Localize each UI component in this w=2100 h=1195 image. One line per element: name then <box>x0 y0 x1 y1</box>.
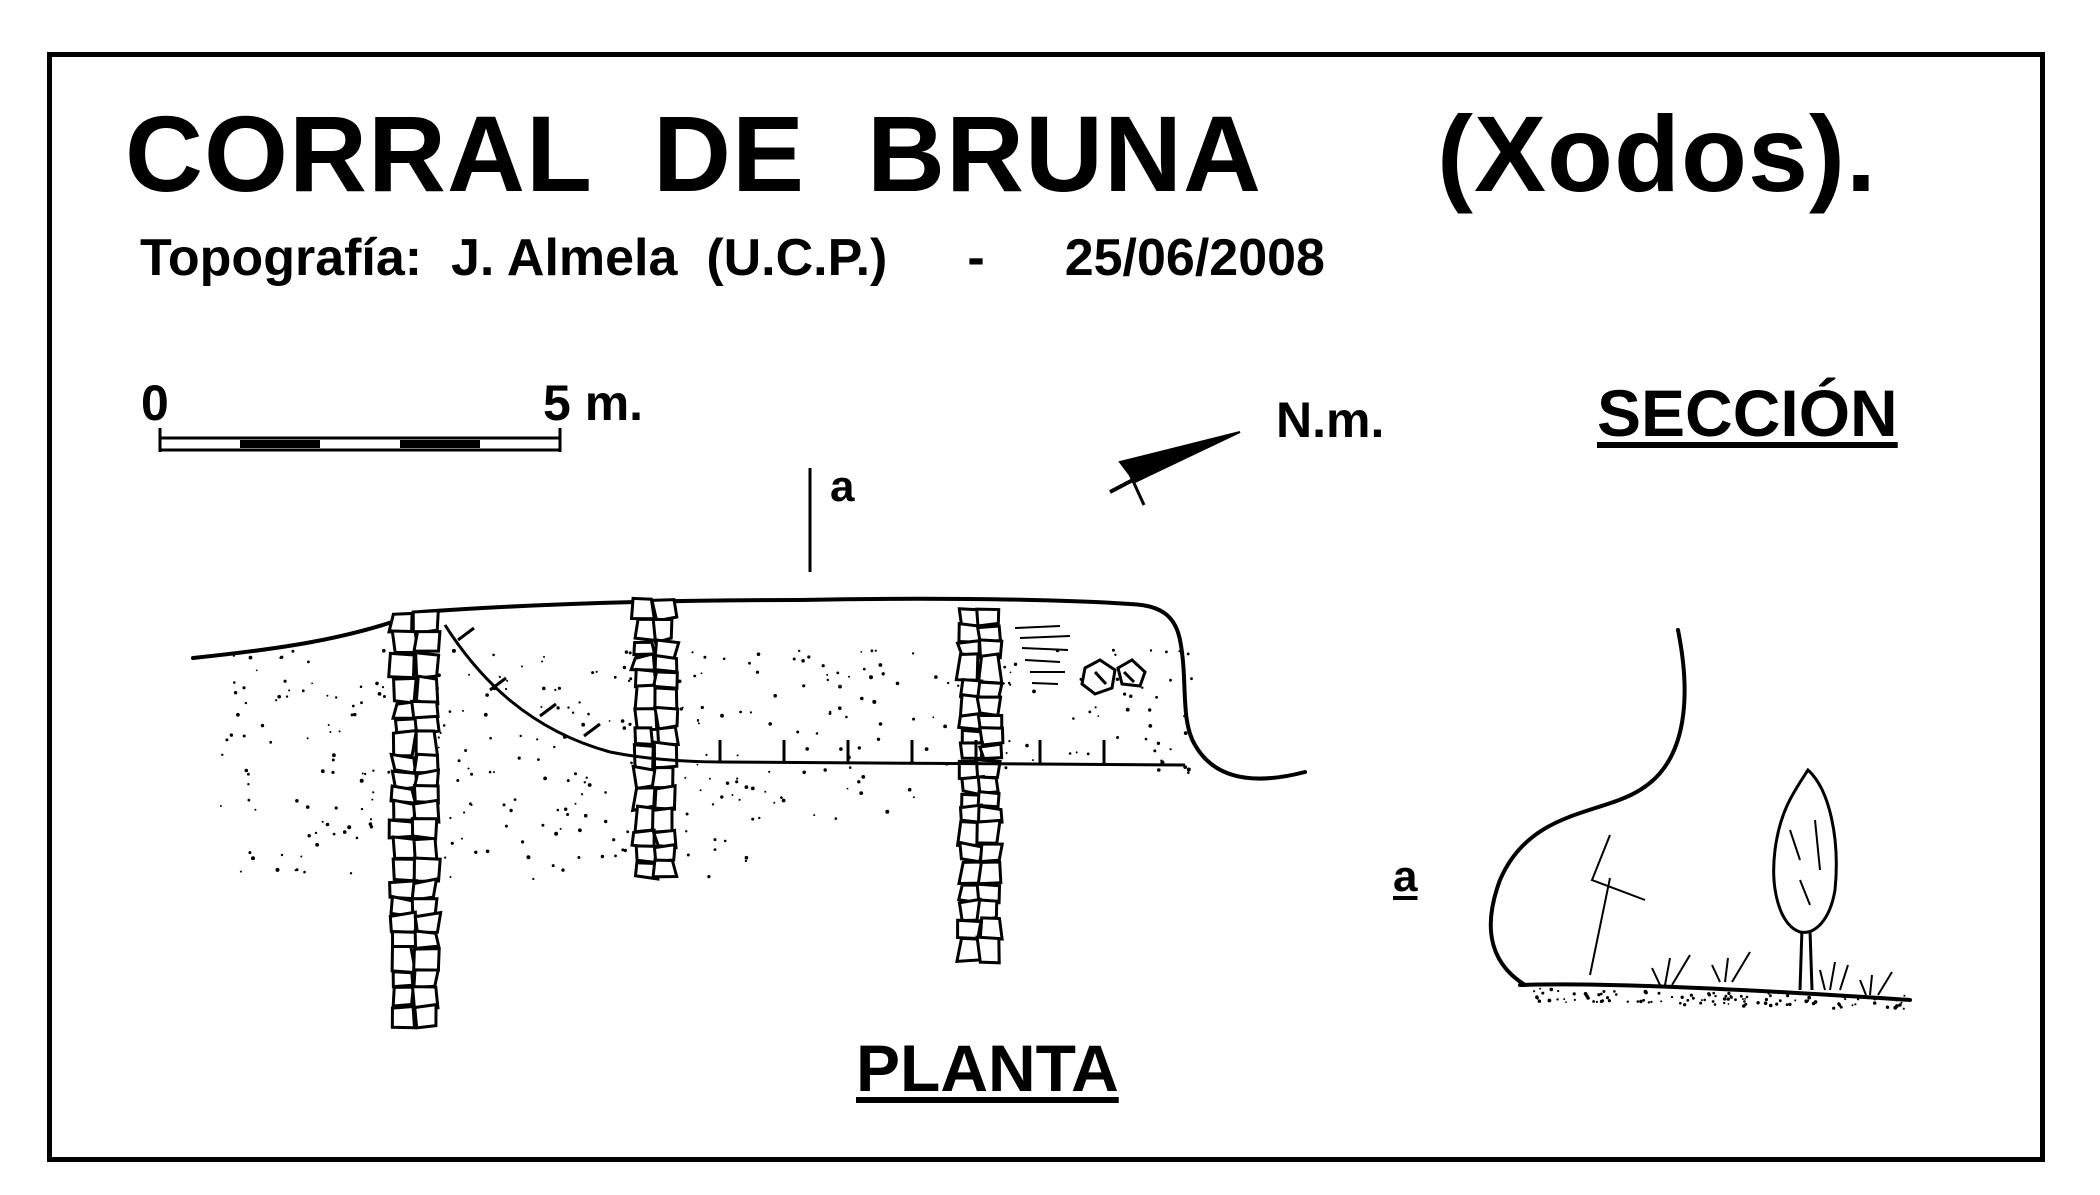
title-place: (Xodos). <box>1437 93 1877 214</box>
drawing-frame <box>47 52 2045 1162</box>
scale-start-label: 0 <box>141 375 169 431</box>
section-heading: SECCIÓN <box>1597 376 1898 450</box>
credit-separator: - <box>967 229 985 287</box>
north-label: N.m. <box>1276 392 1385 448</box>
dripline-tick-marks <box>457 626 1106 763</box>
scale-end-label: 5 m. <box>543 375 644 431</box>
section-profile <box>1488 628 1912 1002</box>
grass-tufts-icon <box>1651 951 1893 996</box>
plan-outline <box>191 596 1307 781</box>
survey-credit: Topografía: J. Almela (U.C.P.) <box>140 229 888 287</box>
survey-credit-line: Topografía: J. Almela (U.C.P.) - 25/06/200… <box>140 232 1325 284</box>
plan-cut-label: a <box>830 462 855 511</box>
section-crack <box>1589 834 1646 976</box>
rubble-walls <box>387 596 1005 1030</box>
plan-hatching <box>1014 625 1071 685</box>
boulders-icon <box>1080 658 1147 696</box>
section-cut-label: a <box>1393 852 1418 901</box>
scale-bar <box>158 428 562 452</box>
north-arrow-icon <box>1109 431 1241 506</box>
page-title: CORRAL DE BRUNA(Xodos). <box>125 100 1877 208</box>
survey-date: 25/06/2008 <box>1064 229 1325 287</box>
title-name: CORRAL DE BRUNA <box>125 93 1263 214</box>
plan-heading: PLANTA <box>856 1031 1119 1105</box>
section-ground-stipple <box>1533 987 1906 1010</box>
tree-icon <box>1772 767 1838 991</box>
dripline-ticks <box>443 624 1186 767</box>
